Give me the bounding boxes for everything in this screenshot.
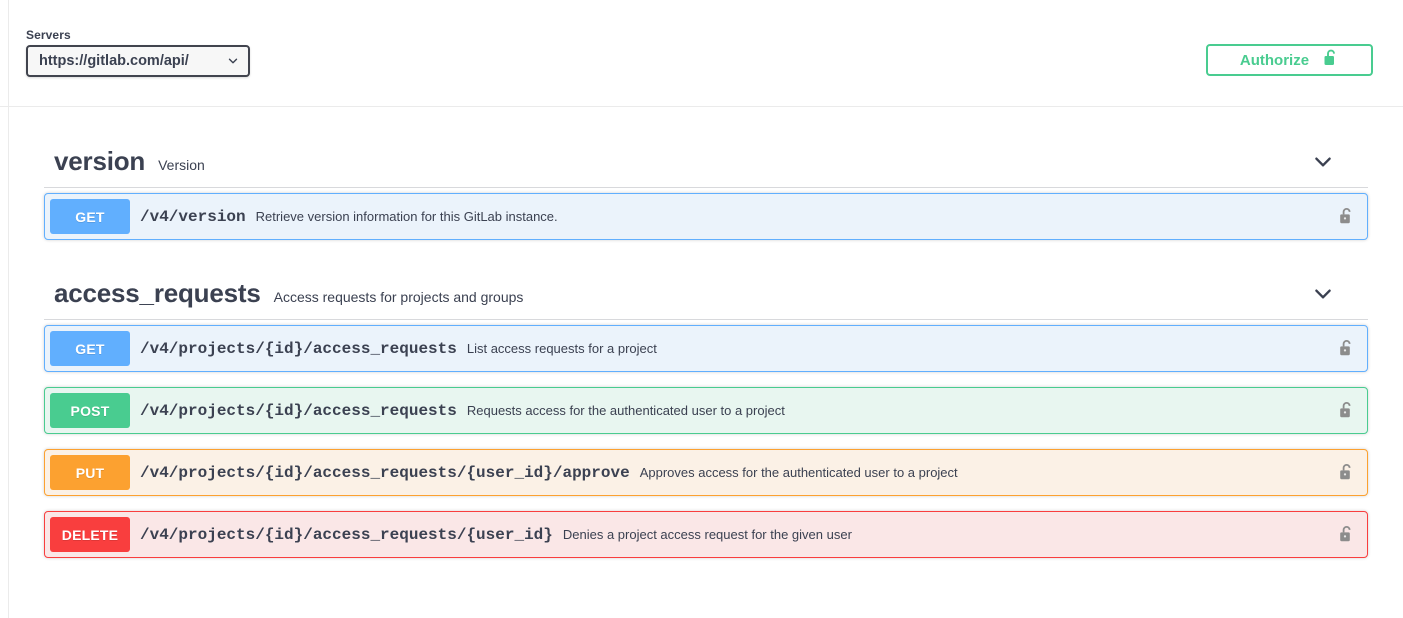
operation-row[interactable]: DELETE /v4/projects/{id}/access_requests…	[44, 511, 1368, 558]
tag-name: version	[54, 146, 146, 176]
unlock-icon[interactable]	[1332, 207, 1362, 226]
unlock-icon[interactable]	[1332, 463, 1362, 482]
chevron-down-icon	[226, 54, 240, 68]
tag-description: Version	[158, 157, 205, 173]
operation-summary: List access requests for a project	[466, 341, 657, 356]
operation-path: /v4/projects/{id}/access_requests	[140, 401, 457, 420]
operation-row[interactable]: GET /v4/version Retrieve version informa…	[44, 193, 1368, 240]
authorize-button-label: Authorize	[1239, 51, 1310, 69]
swagger-operations-body: version Version GET /v4/version Retrieve…	[0, 107, 1403, 558]
operation-path: /v4/projects/{id}/access_requests/{user_…	[140, 525, 553, 544]
authorize-wrapper: Authorize	[1206, 44, 1373, 76]
operation-summary: Requests access for the authenticated us…	[466, 403, 785, 418]
servers-block: Servers https://gitlab.com/api/	[26, 28, 250, 77]
unlock-icon	[1323, 49, 1339, 71]
scheme-container: Servers https://gitlab.com/api/ Authoriz…	[0, 0, 1403, 107]
tag-header-access-requests[interactable]: access_requests Access requests for proj…	[44, 268, 1368, 320]
tag-description: Access requests for projects and groups	[273, 289, 524, 305]
chevron-down-icon[interactable]	[1312, 151, 1334, 173]
http-method-badge: POST	[50, 393, 130, 428]
operation-row[interactable]: POST /v4/projects/{id}/access_requests R…	[44, 387, 1368, 434]
operation-summary: Approves access for the authenticated us…	[639, 465, 958, 480]
operation-row[interactable]: GET /v4/projects/{id}/access_requests Li…	[44, 325, 1368, 372]
tag-section-version: version Version GET /v4/version Retrieve…	[44, 136, 1368, 240]
operation-path: /v4/version	[140, 207, 246, 226]
unlock-icon[interactable]	[1332, 525, 1362, 544]
operation-path: /v4/projects/{id}/access_requests	[140, 339, 457, 358]
operation-path: /v4/projects/{id}/access_requests/{user_…	[140, 463, 630, 482]
http-method-badge: GET	[50, 199, 130, 234]
tag-header-version[interactable]: version Version	[44, 136, 1368, 188]
servers-label: Servers	[26, 28, 71, 42]
operation-summary: Retrieve version information for this Gi…	[255, 209, 558, 224]
http-method-badge: GET	[50, 331, 130, 366]
left-border-rule	[8, 0, 9, 618]
tag-name: access_requests	[54, 278, 261, 308]
http-method-badge: DELETE	[50, 517, 130, 552]
http-method-badge: PUT	[50, 455, 130, 490]
operation-row[interactable]: PUT /v4/projects/{id}/access_requests/{u…	[44, 449, 1368, 496]
operation-summary: Denies a project access request for the …	[562, 527, 852, 542]
unlock-icon[interactable]	[1332, 339, 1362, 358]
tag-section-access-requests: access_requests Access requests for proj…	[44, 268, 1368, 558]
unlock-icon[interactable]	[1332, 401, 1362, 420]
authorize-button[interactable]: Authorize	[1206, 44, 1373, 76]
chevron-down-icon[interactable]	[1312, 283, 1334, 305]
server-select[interactable]: https://gitlab.com/api/	[26, 45, 250, 77]
operations-block: version Version GET /v4/version Retrieve…	[9, 136, 1373, 558]
server-select-value: https://gitlab.com/api/	[39, 53, 189, 69]
